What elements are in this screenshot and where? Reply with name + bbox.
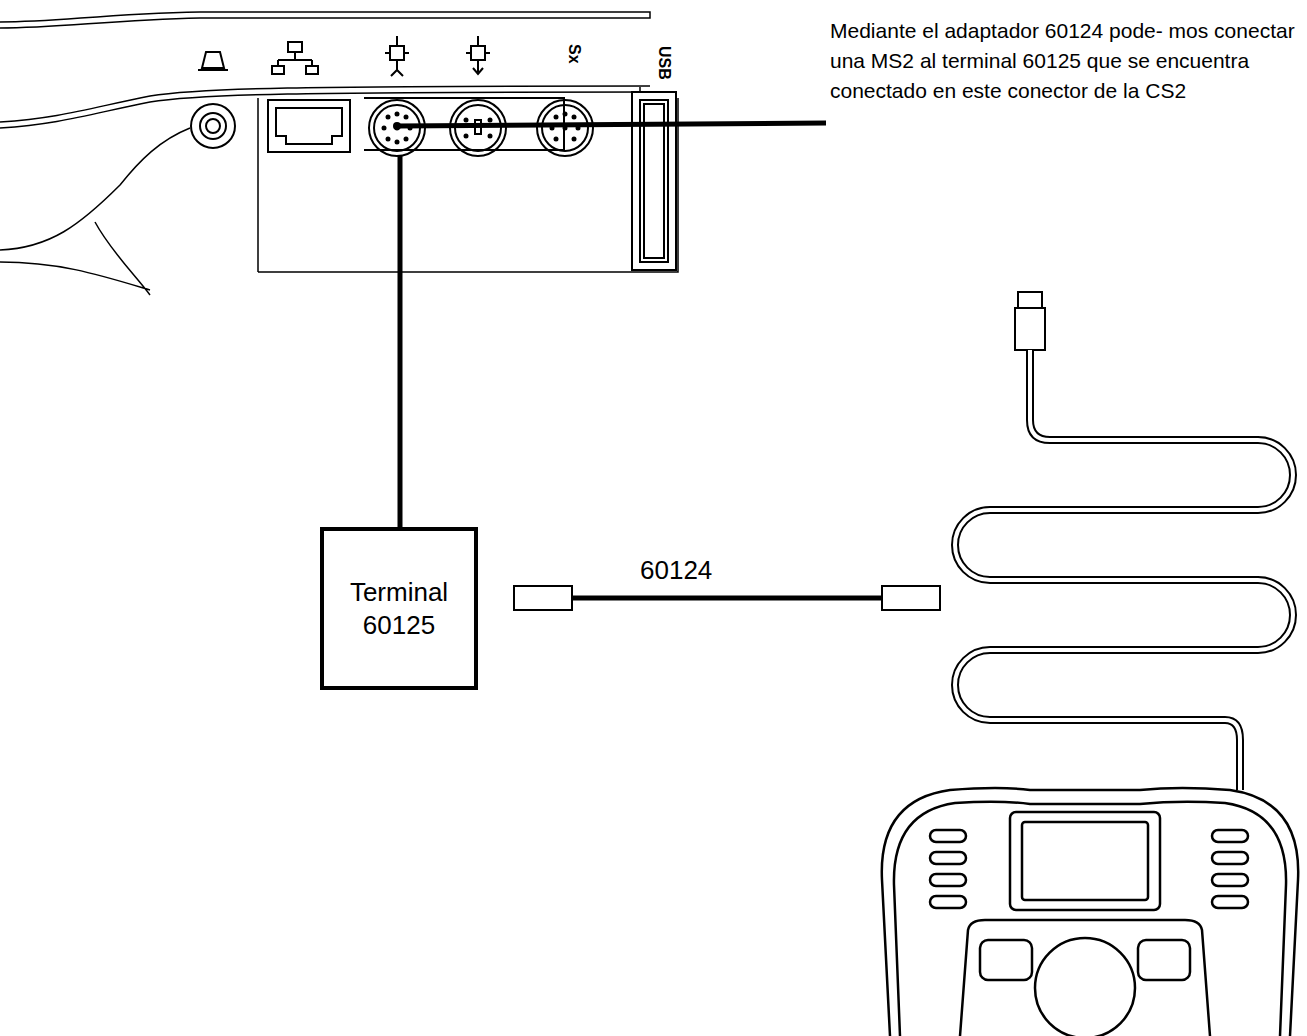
port-label: Sx — [565, 44, 583, 64]
cable-number: 60124 — [640, 554, 760, 586]
callout-note: Mediante el adaptador 60124 pode- mos co… — [830, 16, 1304, 106]
port-label: USB — [655, 46, 673, 80]
node-text: Terminal 60125 — [330, 576, 468, 641]
terminal-box: Terminal 60125 — [320, 527, 478, 690]
